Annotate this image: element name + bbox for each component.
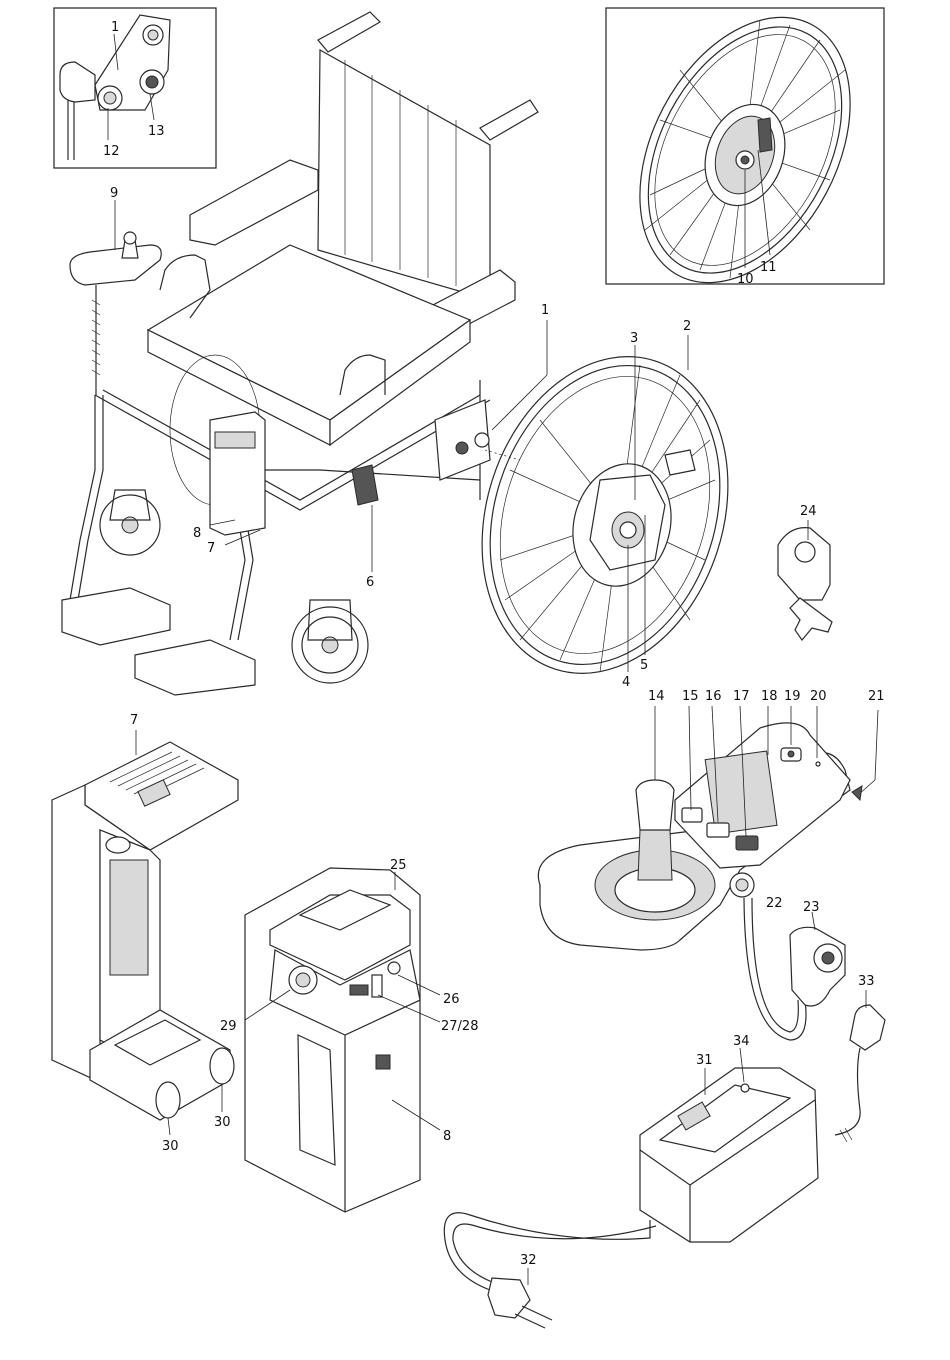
callout-7-top: 7 xyxy=(207,541,215,556)
callout-31: 31 xyxy=(696,1053,713,1068)
callout-1-inset: 1 xyxy=(111,20,119,35)
callout-25: 25 xyxy=(390,858,407,873)
callout-29: 29 xyxy=(220,1019,237,1034)
callout-4: 4 xyxy=(622,675,630,690)
battery-pack xyxy=(245,868,440,1212)
inset-wheel-detail xyxy=(597,0,893,319)
callout-11: 11 xyxy=(760,260,777,275)
callout-15: 15 xyxy=(682,689,699,704)
callout-21: 21 xyxy=(868,689,885,704)
callout-19: 19 xyxy=(784,689,801,704)
callout-2: 2 xyxy=(683,319,691,334)
callout-22: 22 xyxy=(766,896,783,911)
callout-24: 24 xyxy=(800,504,817,519)
callout-33: 33 xyxy=(858,974,875,989)
callout-1: 1 xyxy=(541,303,549,318)
callout-17: 17 xyxy=(733,689,750,704)
inset-connector-detail xyxy=(54,8,216,168)
callout-34: 34 xyxy=(733,1034,750,1049)
battery-holder xyxy=(52,730,238,1135)
connector-plug-23 xyxy=(790,912,845,1006)
callout-12: 12 xyxy=(103,144,120,159)
callout-13: 13 xyxy=(148,124,165,139)
callout-16: 16 xyxy=(705,689,722,704)
callout-30-right: 30 xyxy=(214,1115,231,1130)
callout-10: 10 xyxy=(737,272,754,287)
callout-5: 5 xyxy=(640,658,648,673)
callout-7: 7 xyxy=(130,713,138,728)
callout-23: 23 xyxy=(803,900,820,915)
callout-26: 26 xyxy=(443,992,460,1007)
callout-20: 20 xyxy=(810,689,827,704)
callout-8: 8 xyxy=(443,1129,451,1144)
callout-30-left: 30 xyxy=(162,1139,179,1154)
callout-8-top: 8 xyxy=(193,526,201,541)
battery-charger xyxy=(444,990,885,1328)
callout-14: 14 xyxy=(648,689,665,704)
drive-wheel xyxy=(443,320,768,706)
wheelchair-assembly xyxy=(62,12,538,695)
key-part xyxy=(778,520,832,640)
callout-32: 32 xyxy=(520,1253,537,1268)
callout-27-28: 27/28 xyxy=(441,1019,478,1034)
callout-18: 18 xyxy=(761,689,778,704)
callout-9: 9 xyxy=(110,186,118,201)
callout-3: 3 xyxy=(630,331,638,346)
callout-6: 6 xyxy=(366,575,374,590)
